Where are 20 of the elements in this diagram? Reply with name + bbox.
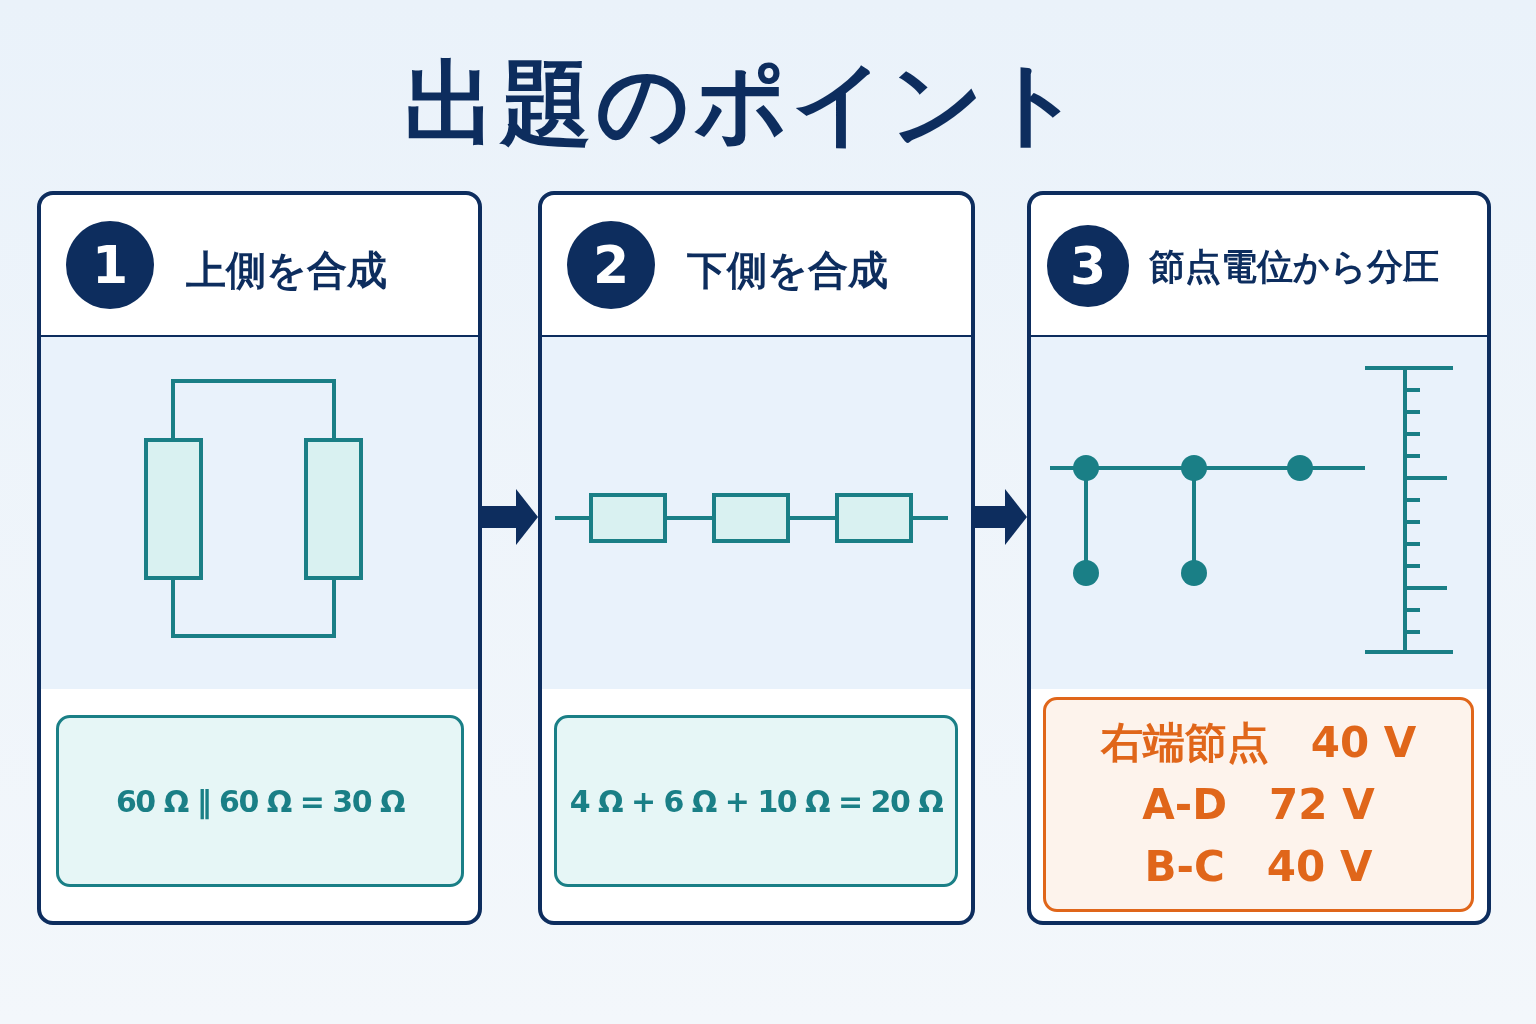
number-badge: 1 (66, 221, 154, 309)
panel-card (1027, 191, 1491, 925)
arrow (482, 489, 538, 545)
result-text: 右端節点 40 V (1100, 716, 1417, 769)
formula-box (56, 715, 464, 887)
result-text: A-D 72 V (1142, 778, 1375, 831)
title: 出題のポイント (403, 49, 1087, 159)
formula-box (554, 715, 958, 887)
formula-text: 60 Ω ‖ 60 Ω = 30 Ω (116, 783, 404, 819)
number-badge: 3 (1047, 225, 1129, 307)
panel-card (538, 191, 975, 925)
panel-heading: 下側を合成 (687, 246, 888, 295)
number-badge: 2 (567, 221, 655, 309)
panel-card (37, 191, 482, 925)
result-box (1043, 697, 1474, 912)
panel-heading: 節点電位から分圧 (1149, 245, 1439, 289)
result-text: B-C 40 V (1144, 840, 1373, 893)
arrow (975, 489, 1027, 545)
formula-text: 4 Ω + 6 Ω + 10 Ω = 20 Ω (569, 783, 943, 819)
panel-heading: 上側を合成 (186, 246, 387, 295)
